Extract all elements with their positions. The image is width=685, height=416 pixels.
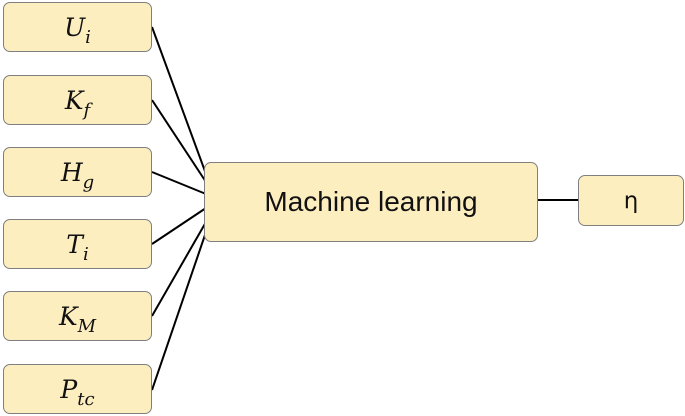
connector-input-1 xyxy=(151,26,207,175)
machine-learning-label: Machine learning xyxy=(264,186,478,217)
input-box-h-g: Hg xyxy=(3,147,152,197)
connector-input-2 xyxy=(151,99,207,183)
input-box-k-m: KM xyxy=(3,291,152,341)
input-variable: Ui xyxy=(64,12,91,48)
output-box: η xyxy=(578,175,684,226)
input-box-u-i: Ui xyxy=(3,2,152,52)
input-variable: KM xyxy=(58,301,97,337)
connector-input-4 xyxy=(151,207,207,245)
output-label: η xyxy=(623,187,639,214)
input-variable: Ti xyxy=(66,229,89,265)
machine-learning-box: Machine learning xyxy=(204,162,538,242)
input-variable: Hg xyxy=(60,157,95,193)
connector-input-5 xyxy=(151,221,207,317)
input-box-p-tc: Ptc xyxy=(3,364,152,414)
input-variable: Ptc xyxy=(60,374,95,410)
connector-input-6 xyxy=(151,231,207,391)
input-variable: Kf xyxy=(64,85,91,121)
connector-input-3 xyxy=(151,171,207,195)
input-box-k-f: Kf xyxy=(3,75,152,125)
input-box-t-i: Ti xyxy=(3,219,152,269)
